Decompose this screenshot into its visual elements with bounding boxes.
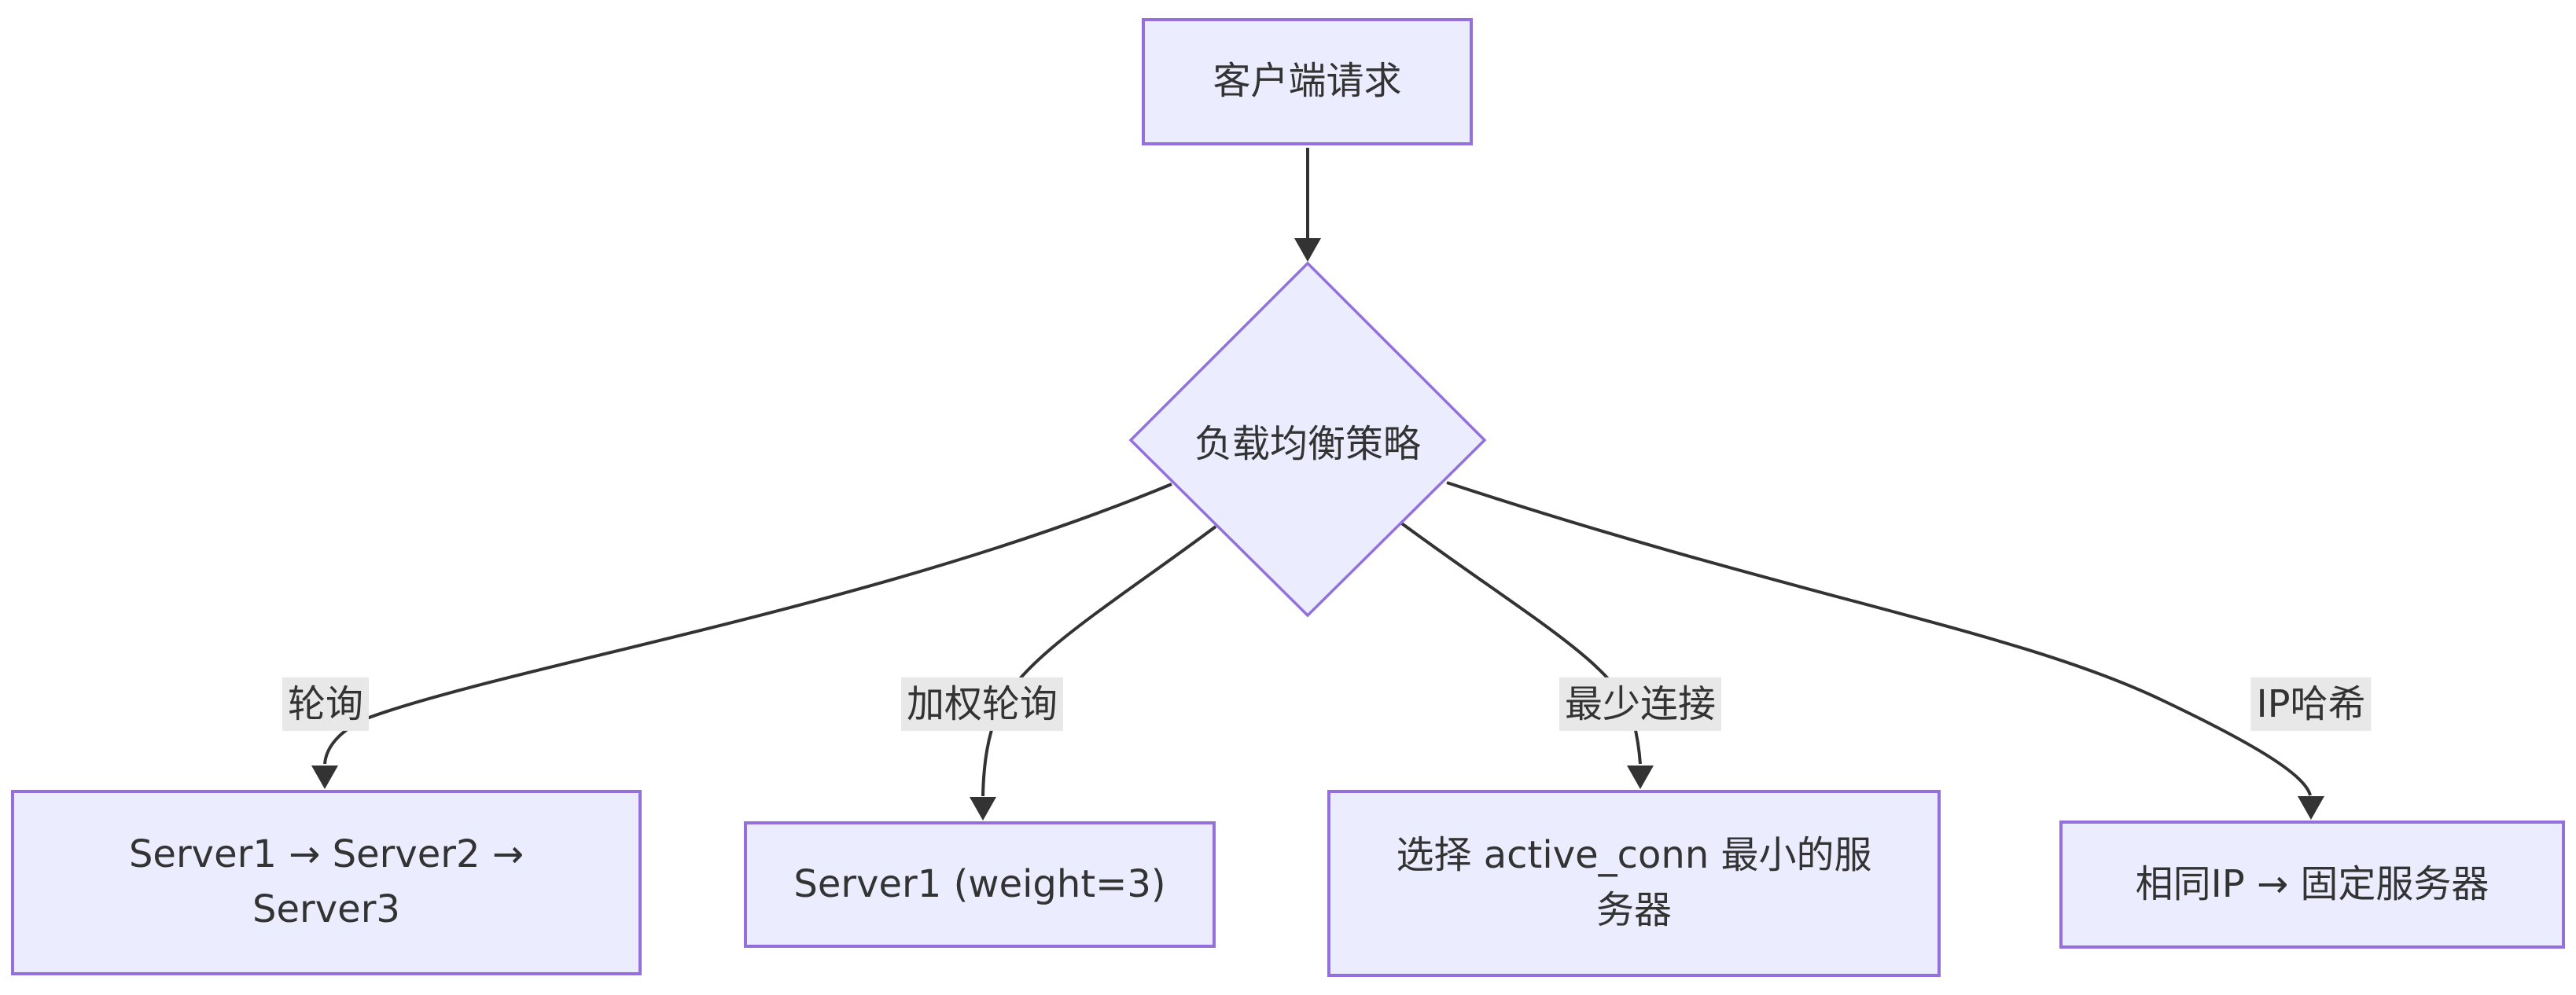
arrowhead-icon [2298,796,2324,820]
arrowhead-icon [970,797,996,821]
edge-decision-to-least-conn [1398,520,1642,765]
node-decision-label: 负载均衡策略 [1194,422,1422,466]
edge-label-round-robin: 轮询 [282,677,370,732]
node-least-conn-result: 选择 active_conn 最小的服 务器 [1327,790,1941,977]
edge-decision-to-weighted [981,525,1217,797]
node-label-line1: 选择 active_conn 最小的服 [1396,833,1872,878]
node-label: 相同IP → 固定服务器 [2135,861,2490,906]
edge-label-least-conn: 最少连接 [1558,677,1722,732]
node-weighted-result: Server1 (weight=3) [744,821,1216,948]
edge-label-ip-hash: IP哈希 [2250,677,2372,732]
node-label: 客户端请求 [1213,59,1402,104]
node-ip-hash-result: 相同IP → 固定服务器 [2059,821,2565,949]
edge-label-weighted: 加权轮询 [900,677,1064,732]
node-label-line1: Server1 → Server2 → [128,832,524,877]
arrowhead-icon [1627,766,1654,789]
arrowhead-icon [1294,238,1321,262]
node-label-line2: Server3 [252,887,400,931]
edge-decision-to-ip-hash [1446,481,2312,796]
decision-diamond-shape [1128,261,1487,618]
node-label: Server1 (weight=3) [793,861,1166,906]
node-label-line2: 务器 [1595,888,1672,932]
arrowhead-icon [311,766,338,789]
node-round-robin-result: Server1 → Server2 → Server3 [11,790,642,975]
node-client-request: 客户端请求 [1142,18,1473,145]
